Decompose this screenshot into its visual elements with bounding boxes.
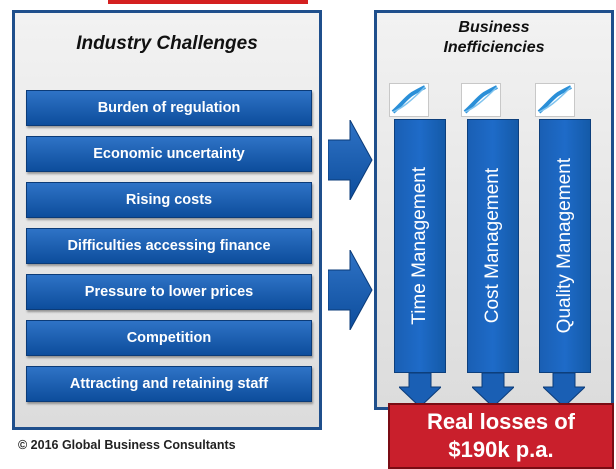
quality-management-column: Quality Management [539, 119, 591, 373]
challenge-item: Attracting and retaining staff [26, 366, 312, 402]
losses-line-1: Real losses of [427, 409, 575, 434]
challenge-item: Economic uncertainty [26, 136, 312, 172]
trend-chart-icon [389, 83, 429, 117]
business-inefficiencies-title: Business Inefficiencies [377, 18, 611, 58]
time-management-column: Time Management [394, 119, 446, 373]
copyright-text: © 2016 Global Business Consultants [18, 438, 236, 452]
industry-challenges-title: Industry Challenges [76, 33, 258, 54]
challenge-item: Competition [26, 320, 312, 356]
down-arrow-icon [472, 373, 514, 407]
business-inefficiencies-panel: Business Inefficiencies Time Management … [374, 10, 614, 410]
industry-challenges-panel: Industry Challenges Burden of regulation… [12, 10, 322, 430]
right-arrow-icon [328, 120, 373, 200]
challenge-item: Burden of regulation [26, 90, 312, 126]
top-accent-bar [108, 0, 308, 4]
challenge-item: Pressure to lower prices [26, 274, 312, 310]
trend-chart-icon [535, 83, 575, 117]
column-label: Quality Management [554, 158, 575, 334]
challenge-item: Rising costs [26, 182, 312, 218]
down-arrow-icon [399, 373, 441, 407]
trend-chart-icon [461, 83, 501, 117]
cost-management-column: Cost Management [467, 119, 519, 373]
losses-line-2: $190k p.a. [448, 437, 554, 462]
title-line-2: Inefficiencies [443, 39, 545, 56]
column-label: Time Management [409, 167, 430, 325]
right-arrow-icon [328, 250, 373, 330]
column-label: Cost Management [482, 168, 503, 324]
real-losses-box: Real losses of $190k p.a. [388, 403, 614, 469]
title-line-1: Business [458, 19, 530, 36]
down-arrow-icon [543, 373, 585, 407]
challenge-item: Difficulties accessing finance [26, 228, 312, 264]
